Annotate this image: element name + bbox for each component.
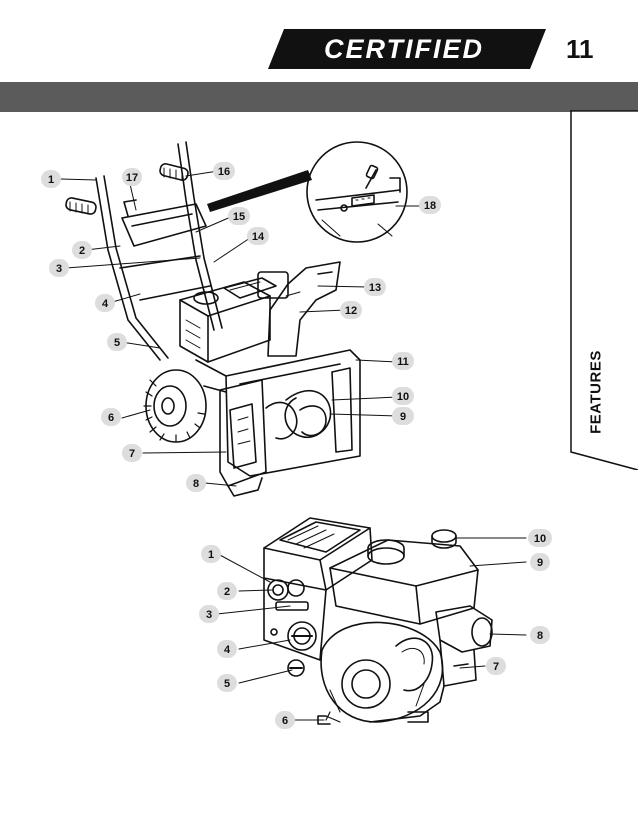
eng-callout-6: 6 (282, 715, 288, 727)
eng-callout-4: 4 (224, 644, 231, 656)
sb-callout-2: 2 (79, 245, 85, 257)
features-side-tab (570, 110, 638, 470)
eng-callout-2: 2 (224, 586, 230, 598)
sb-callout-9: 9 (400, 411, 406, 423)
sb-callout-10: 10 (397, 391, 409, 403)
sb-callout-14: 14 (252, 231, 265, 243)
snowblower-callouts: 1 17 16 15 14 2 3 13 4 12 5 11 10 6 9 7 … (41, 162, 441, 492)
sb-callout-11: 11 (397, 356, 409, 368)
sb-callout-8: 8 (193, 478, 199, 490)
sb-callout-4: 4 (102, 298, 109, 310)
sb-callout-17: 17 (126, 172, 138, 184)
sb-callout-3: 3 (56, 263, 62, 275)
sb-callout-18: 18 (424, 200, 436, 212)
sb-callout-13: 13 (369, 282, 381, 294)
eng-callout-7: 7 (493, 661, 499, 673)
sb-callout-7: 7 (129, 448, 135, 460)
engine-illustration (263, 517, 493, 725)
eng-callout-8: 8 (537, 630, 543, 642)
sb-callout-6: 6 (108, 412, 114, 424)
certified-logo: CERTIFIED (268, 29, 546, 69)
sb-callout-16: 16 (218, 166, 230, 178)
page-number: 11 (566, 34, 594, 64)
eng-callout-5: 5 (224, 678, 230, 690)
eng-callout-9: 9 (537, 557, 543, 569)
inset-detail (207, 141, 408, 243)
snowblower-illustration (65, 141, 361, 497)
sb-callout-5: 5 (114, 337, 120, 349)
engine-leaders (216, 537, 527, 721)
sb-callout-12: 12 (345, 305, 357, 317)
eng-callout-10: 10 (534, 533, 546, 545)
sb-callout-15: 15 (233, 211, 245, 223)
brand-text: CERTIFIED (324, 34, 484, 64)
snowblower-leaders (60, 170, 425, 487)
sb-callout-1: 1 (48, 174, 54, 186)
engine-callouts: 1 2 3 4 5 6 7 8 9 10 (199, 529, 552, 729)
eng-callout-1: 1 (208, 549, 214, 561)
header-band (0, 82, 638, 112)
eng-callout-3: 3 (206, 609, 212, 621)
